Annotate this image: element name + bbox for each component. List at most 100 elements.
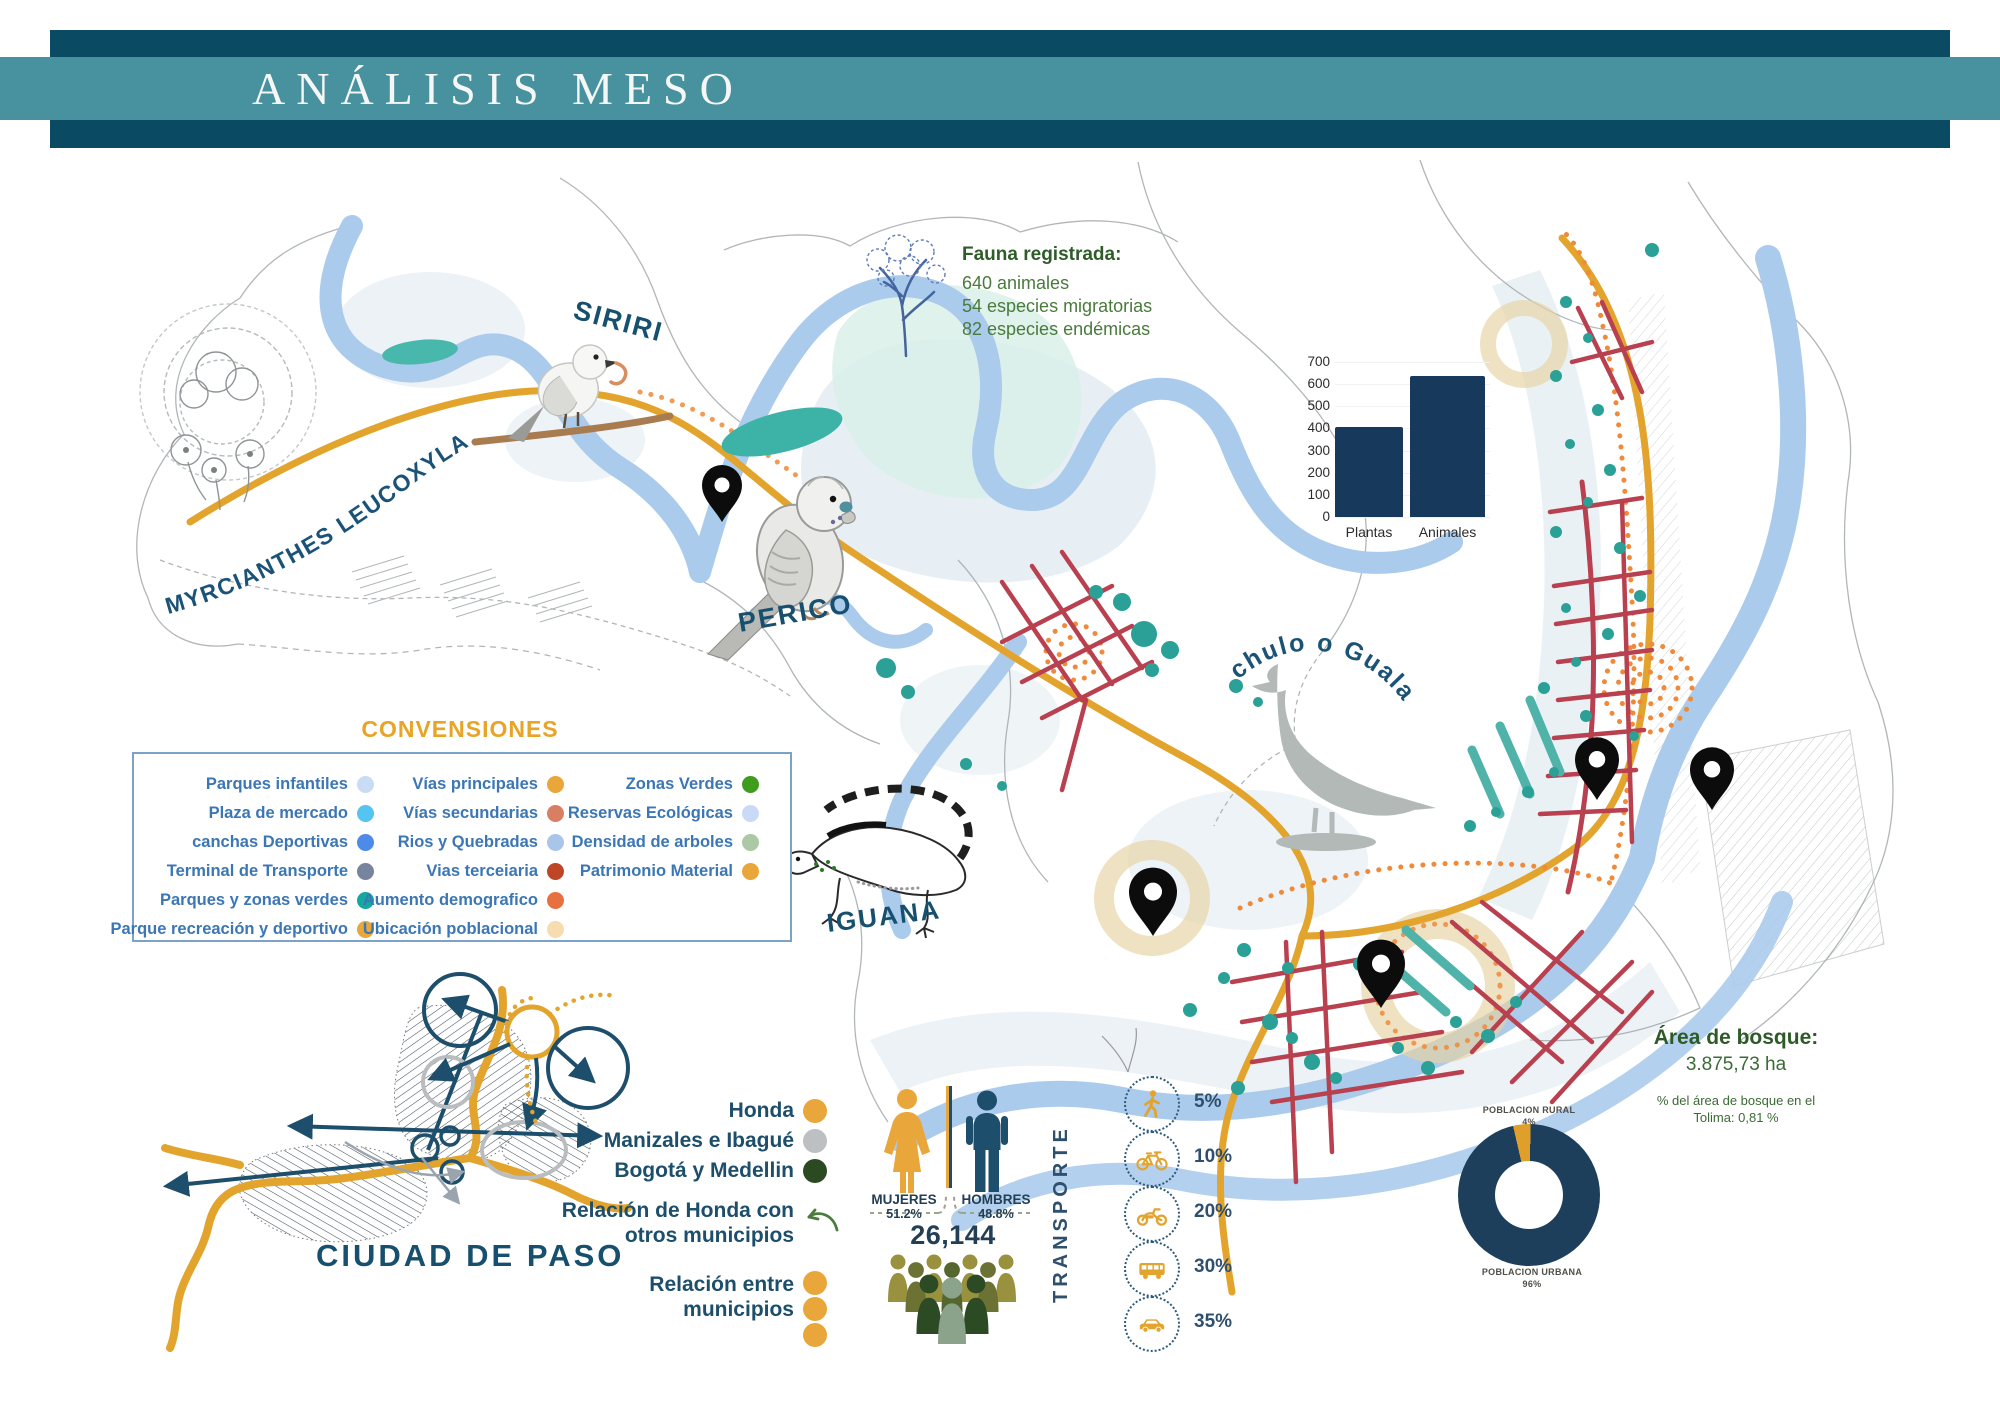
legend-color-dot xyxy=(742,863,759,880)
legend-item: Parque recreación y deportivo xyxy=(110,915,374,944)
legend-color-dot xyxy=(547,805,564,822)
legend-item: Aumento demografico xyxy=(363,886,564,915)
map-pin[interactable] xyxy=(702,465,742,522)
motorcycle-icon xyxy=(1136,1207,1168,1226)
transport-title: TRANSPORTE xyxy=(1050,1125,1072,1303)
relation-label: Honda xyxy=(728,1099,794,1122)
relation-label: Bogotá y Medellin xyxy=(614,1159,794,1182)
transport-percentage: 20% xyxy=(1194,1201,1233,1222)
legend-item: Ubicación poblacional xyxy=(363,915,564,944)
legend-item-label: canchas Deportivas xyxy=(192,833,348,851)
legend-color-dot xyxy=(742,776,759,793)
legend-color-dot xyxy=(357,834,374,851)
relation-color-dot xyxy=(803,1129,827,1153)
map-pin[interactable] xyxy=(1690,747,1734,810)
bus-icon xyxy=(1139,1262,1165,1279)
legend-item: Vías principales xyxy=(384,770,564,799)
legend-item-label: Aumento demografico xyxy=(362,891,538,909)
forest-area-note: % del área de bosque en el Tolima: 0,81 … xyxy=(1616,1092,1856,1126)
men-label: HOMBRES xyxy=(961,1192,1031,1207)
legend-color-dot xyxy=(742,805,759,822)
siriri-label: SIRIRI xyxy=(570,295,666,348)
chulo-label: chulo o Guala xyxy=(1224,628,1421,706)
legend-item-label: Densidad de arboles xyxy=(571,833,733,851)
legend-item: Terminal de Transporte xyxy=(134,857,374,886)
forest-note-line: Tolima: 0,81 % xyxy=(1693,1110,1779,1125)
chart-y-tick: 100 xyxy=(1307,486,1330,502)
chart-y-tick: 400 xyxy=(1307,420,1330,436)
page-title: ANÁLISIS MESO xyxy=(252,63,744,114)
legend-item-label: Vias terceiaria xyxy=(426,862,538,880)
map-pin[interactable] xyxy=(1129,867,1177,936)
car-icon xyxy=(1139,1318,1165,1333)
map-pin[interactable] xyxy=(1575,737,1619,800)
donut-hole xyxy=(1495,1161,1563,1229)
population-crowd-icon xyxy=(888,1254,1016,1344)
women-label: MUJERES xyxy=(871,1192,937,1207)
relation-label: Manizales e Ibagué xyxy=(603,1129,794,1152)
legend-color-dot xyxy=(547,863,564,880)
teal-street-segments xyxy=(1377,695,1565,1017)
map-river-hatch-band xyxy=(1628,292,1700,888)
relation-color-dot xyxy=(803,1099,827,1123)
dotted-growth-paths xyxy=(637,231,1695,1051)
chart-category-label: Animales xyxy=(1418,524,1477,540)
legend-item-label: Zonas Verdes xyxy=(625,775,733,793)
relation-color-dot xyxy=(803,1159,827,1183)
legend-item: Plaza de mercado xyxy=(134,799,374,828)
legend-item-label: Ubicación poblacional xyxy=(362,920,538,938)
man-icon xyxy=(966,1090,1008,1192)
legend-item-label: Parques y zonas verdes xyxy=(159,891,348,909)
map-pin[interactable] xyxy=(1357,939,1405,1008)
chart-bar-plantas xyxy=(1335,427,1403,517)
urban-label-text: POBLACION URBANA xyxy=(1481,1267,1583,1277)
rural-label-text: POBLACION RURAL xyxy=(1482,1105,1576,1115)
chart-y-tick: 700 xyxy=(1307,354,1330,369)
transport-leader-line xyxy=(1101,1027,1137,1073)
legend-item-label: Parques infantiles xyxy=(205,775,348,793)
forest-area-value: 3.875,73 ha xyxy=(1685,1054,1787,1075)
forest-area-title: Área de bosque: xyxy=(1653,1026,1819,1049)
legend-item-label: Plaza de mercado xyxy=(208,804,348,822)
relation-triple-dot xyxy=(803,1271,827,1347)
chart-bar-animales xyxy=(1410,376,1485,517)
myrcianthes-label: MYRCIANTHES LEUCOXYLA xyxy=(162,427,473,619)
transport-percentage: 10% xyxy=(1194,1146,1233,1167)
fauna-line: 640 animales xyxy=(962,273,1070,293)
perico-bird-illustration xyxy=(707,476,856,661)
legend-item-label: Reservas Ecológicas xyxy=(567,804,733,822)
woman-icon xyxy=(884,1089,930,1193)
legend-color-dot xyxy=(547,834,564,851)
legend-item-label: Vías principales xyxy=(412,775,538,793)
legend-item: Rios y Quebradas xyxy=(384,828,564,857)
transport-mode-circle xyxy=(1124,1186,1180,1242)
legend-color-dot xyxy=(357,776,374,793)
curved-arrow-icon xyxy=(807,1208,839,1232)
transport-percentage: 30% xyxy=(1194,1256,1233,1277)
legend-item-label: Rios y Quebradas xyxy=(397,833,538,851)
legend-item: Vías secundarias xyxy=(384,799,564,828)
legend-item: Reservas Ecológicas xyxy=(568,799,759,828)
fauna-line: 54 especies migratorias xyxy=(962,296,1153,316)
population-total: 26,144 xyxy=(910,1220,996,1250)
women-label-block: MUJERES 51.2% xyxy=(858,1192,950,1221)
urban-label-value: 96% xyxy=(1522,1279,1542,1289)
legend-item-label: Terminal de Transporte xyxy=(166,862,348,880)
header-teal-bar xyxy=(0,57,2000,120)
forest-area-block: Área de bosque: 3.875,73 ha % del área d… xyxy=(1616,1026,1856,1126)
legend-color-dot xyxy=(357,805,374,822)
chart-y-tick: 500 xyxy=(1307,398,1330,414)
women-percentage: 51.2% xyxy=(886,1207,922,1221)
curved-arrow-icon xyxy=(803,1206,841,1241)
chart-y-tick: 0 xyxy=(1322,509,1330,524)
chart-y-tick: 200 xyxy=(1307,464,1330,480)
transport-mode-circle xyxy=(1124,1296,1180,1352)
conventions-title: CONVENSIONES xyxy=(361,716,559,742)
chart-gridline xyxy=(1335,517,1490,518)
iguana-label: IGUANA xyxy=(825,894,942,938)
